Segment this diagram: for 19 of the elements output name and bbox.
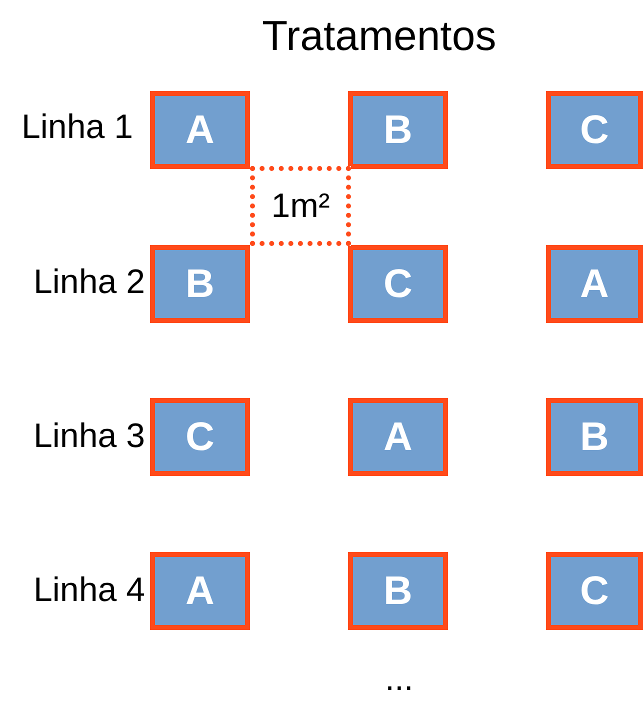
treatment-plot: A bbox=[348, 398, 448, 476]
row-label: Linha 1 bbox=[21, 108, 133, 147]
treatment-plot: C bbox=[150, 398, 250, 476]
treatment-plot: B bbox=[546, 398, 643, 476]
ellipsis: ... bbox=[385, 660, 414, 699]
treatment-plot: B bbox=[150, 245, 250, 323]
row-label: Linha 3 bbox=[33, 417, 145, 456]
treatment-plot: A bbox=[546, 245, 643, 323]
treatment-plot: C bbox=[546, 91, 643, 169]
row-label: Linha 4 bbox=[33, 571, 145, 610]
plot-area-box: 1m² bbox=[250, 166, 351, 246]
treatment-plot: B bbox=[348, 552, 448, 630]
treatment-plot: A bbox=[150, 91, 250, 169]
treatment-plot: A bbox=[150, 552, 250, 630]
treatment-plot: C bbox=[546, 552, 643, 630]
title: Tratamentos bbox=[262, 12, 496, 60]
treatment-plot: C bbox=[348, 245, 448, 323]
treatment-plot: B bbox=[348, 91, 448, 169]
row-label: Linha 2 bbox=[33, 263, 145, 302]
